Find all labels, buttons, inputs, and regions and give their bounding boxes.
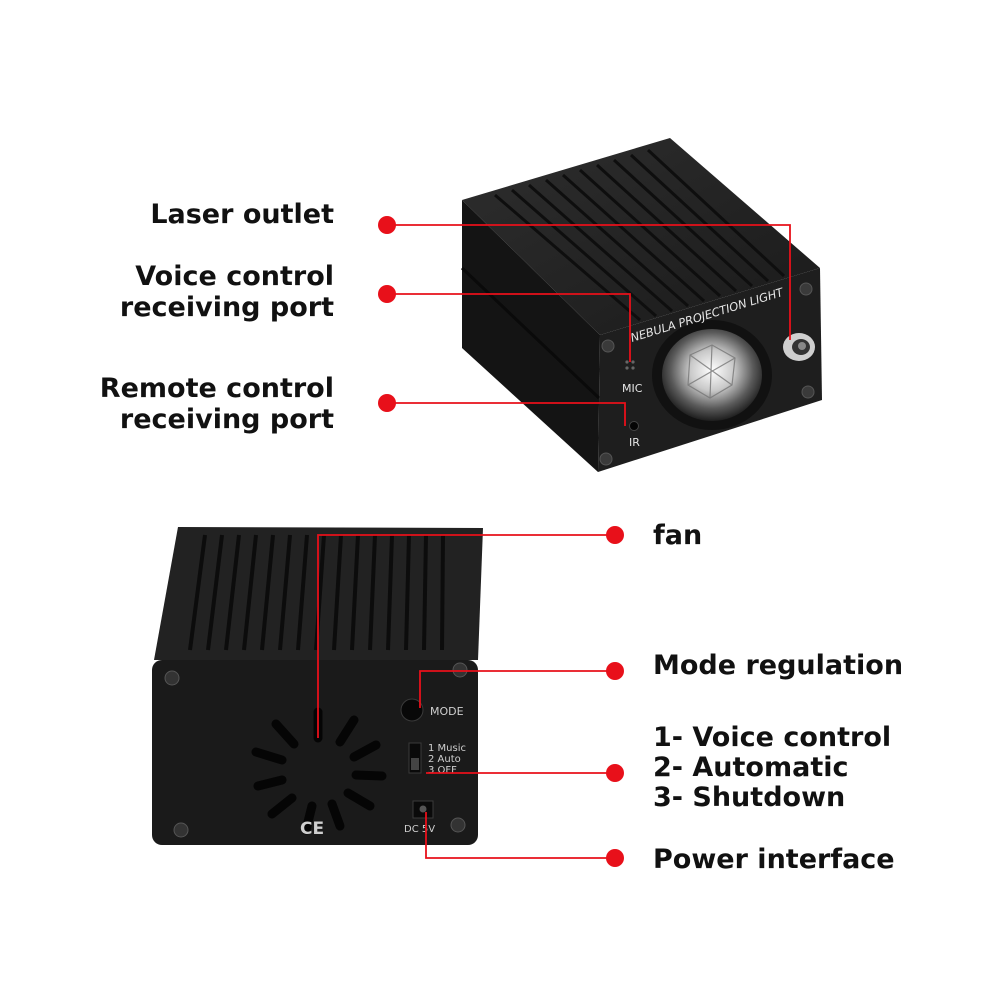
ir-sensor-icon — [629, 421, 639, 431]
fan-label: fan — [653, 520, 702, 551]
remote-port-label: Remote control receiving port — [100, 373, 334, 435]
remote-port-line-2: receiving port — [119, 404, 334, 435]
voice-port-dot — [378, 285, 396, 303]
fan-dot — [606, 526, 624, 544]
remote-port-line-1: Remote control — [99, 373, 334, 404]
laser-outlet-label: Laser outlet — [150, 199, 334, 230]
lens-icon — [662, 329, 762, 421]
switch-mode-1: 1- Voice control — [653, 722, 892, 753]
power-interface-line — [425, 812, 615, 859]
callout-lines — [317, 224, 791, 859]
laser-outlet-dot — [378, 216, 396, 234]
switch-mode-2: 2- Automatic — [653, 752, 849, 783]
screw-icon — [799, 282, 813, 296]
mode-regulation-text: Mode regulation — [653, 650, 904, 681]
ir-label: IR — [629, 436, 640, 449]
top-device-side-face — [462, 200, 600, 472]
top-device-vents — [494, 148, 786, 322]
screw-icon — [164, 670, 180, 686]
fan-text: fan — [653, 520, 703, 551]
ce-mark: CE — [300, 819, 324, 839]
screw-icon — [601, 339, 615, 353]
switch-mode-3: 3- Shutdown — [653, 782, 846, 813]
fan-line — [317, 534, 615, 738]
laser-outlet-line — [387, 224, 791, 340]
switch-line-3: 3 OFF — [428, 765, 457, 776]
laser-outlet-text: Laser outlet — [150, 199, 334, 230]
voice-port-line-1: Voice control — [135, 261, 334, 292]
voice-port-line-2: receiving port — [119, 292, 334, 323]
voice-port-line — [387, 293, 631, 362]
switch-modes-label: 1- Voice control 2- Automatic 3- Shutdow… — [653, 723, 891, 813]
switch-line-2: 2 Auto — [428, 754, 461, 765]
remote-port-dot — [378, 394, 396, 412]
dc-label: DC 5V — [404, 824, 435, 835]
screw-icon — [173, 822, 189, 838]
mode-button-icon — [400, 698, 424, 722]
screw-icon — [599, 452, 613, 466]
mic-label: MIC — [622, 382, 643, 395]
power-interface-label: Power interface — [653, 844, 895, 875]
top-device: NEBULA PROJECTION LIGHT MIC IR — [460, 138, 822, 472]
mode-regulation-label: Mode regulation — [653, 650, 903, 681]
voice-port-label: Voice control receiving port — [120, 261, 334, 323]
screw-icon — [450, 817, 466, 833]
remote-port-line — [387, 402, 626, 426]
bottom-device-vents — [188, 534, 445, 651]
power-interface-dot — [606, 849, 624, 867]
switch-line-1: 1 Music — [428, 743, 466, 754]
bottom-device-rear-panel — [152, 660, 478, 845]
mode-regulation-line — [419, 670, 615, 708]
mic-holes-icon — [625, 360, 635, 370]
mode-regulation-dot — [606, 662, 624, 680]
screw-icon — [452, 662, 468, 678]
power-interface-text: Power interface — [653, 844, 895, 875]
mode-label: MODE — [430, 705, 464, 718]
switch-dot — [606, 764, 624, 782]
screw-icon — [801, 385, 815, 399]
